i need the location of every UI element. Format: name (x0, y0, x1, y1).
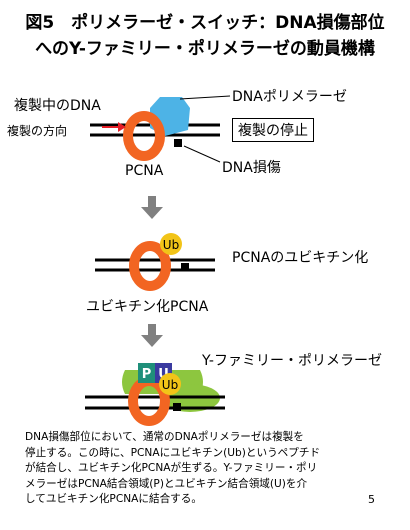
caption-line: してユビキチン化PCNAに結合する。 (25, 493, 202, 505)
ubiquitin-binding-domain-label: U (158, 367, 169, 382)
pcna-ring (129, 241, 171, 291)
caption-line: DNA損傷部位において、通常のDNAポリメラーゼは複製を (25, 431, 304, 443)
dna-damage-leader (183, 145, 221, 163)
figure-caption: DNA損傷部位において、通常のDNAポリメラーゼは複製を 停止する。この時に、P… (25, 430, 385, 508)
dna-damage-label: DNA損傷 (222, 160, 281, 176)
y-family-polymerase-label: Y-ファミリー・ポリメラーゼ (202, 353, 382, 369)
dna-polymerase-leader (179, 95, 231, 100)
caption-line: が結合し、ユビキチン化PCNAが生ずる。Y-ファミリー・ポリ (25, 462, 318, 474)
page-number: 5 (368, 493, 375, 506)
pcna-label: PCNA (125, 163, 164, 179)
pcna-ubiquitination-label: PCNAのユビキチン化 (232, 250, 369, 266)
ubiquitinated-pcna-label: ユビキチン化PCNA (86, 299, 209, 315)
ubiquitin-label: Ub (163, 238, 179, 252)
ubiquitin-circle (160, 233, 182, 255)
dna-damage-marker (174, 139, 182, 147)
stage-y-polymerase-recruitment: P U Ub (85, 363, 225, 426)
flow-arrow-2 (141, 324, 163, 347)
figure-title-line-2: へのY-ファミリー・ポリメラーゼの動員機構 (35, 39, 375, 59)
replication-direction-label: 複製の方向 (7, 124, 68, 138)
dna-damage-marker (173, 403, 181, 411)
ubiquitin-circle (159, 373, 181, 395)
pcna-binding-domain (138, 363, 155, 383)
caption-line: 停止する。この時に、PCNAにユビキチン(Ub)というペプチド (25, 446, 321, 459)
replicating-dna-label: 複製中のDNA (14, 98, 101, 114)
pcna-ring (123, 111, 165, 161)
direction-arrow-head (118, 122, 126, 132)
pcna-binding-domain-label: P (142, 367, 152, 382)
stage-pcna-ubiquitination: Ub (95, 233, 215, 291)
replication-stop-box: 複製の停止 (232, 118, 314, 142)
figure-title-line-1: 図5 ポリメラーゼ・スイッチ：DNA損傷部位 (25, 13, 385, 33)
dna-damage-marker (181, 263, 189, 271)
stage-replication-stall (90, 95, 231, 163)
flow-arrow-1 (141, 196, 163, 219)
caption-line: メラーゼはPCNA結合領域(P)とユビキチン結合領域(U)を介 (25, 477, 308, 490)
ubiquitin-label: Ub (162, 378, 178, 392)
dna-polymerase-label: DNAポリメラーゼ (232, 89, 347, 105)
